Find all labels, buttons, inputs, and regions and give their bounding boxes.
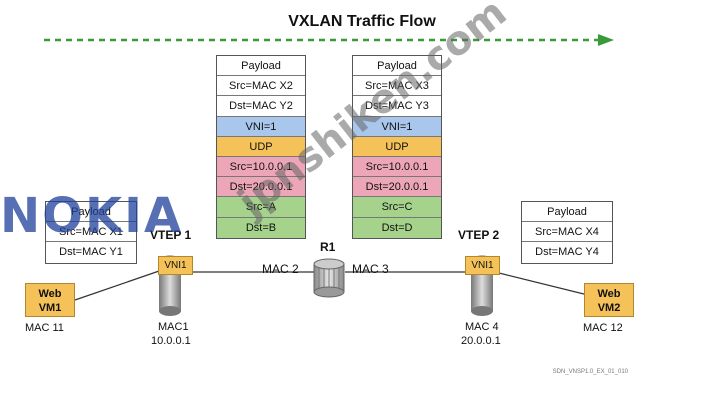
frame-field: Dst=MAC Y4 [522,242,612,263]
nokia-watermark: NOKIA [0,188,184,244]
vtep1-vni: VNI1 [158,256,193,275]
vtep2-label: VTEP 2 [458,228,500,242]
frame-field: Src=MAC X4 [522,222,612,243]
diagram-title: VXLAN Traffic Flow [288,13,436,30]
vm1-frame: Payload Src=MAC X1 Dst=MAC Y1 [45,201,137,264]
figure-code: SDN_VNSP1.0_EX_01_010 [552,369,628,375]
vm1-line2: VM1 [38,302,62,314]
frame-field: Payload [353,56,441,77]
frame-field: Src=C [353,197,441,218]
frame-field: VNI=1 [217,116,305,137]
frame-field: Dst=MAC Y3 [353,96,441,117]
frame-field: Payload [522,202,612,223]
router-label: R1 [320,240,336,254]
web-vm1: Web VM1 [25,283,75,317]
vtep2-mac: MAC 4 [465,321,499,333]
encapsulated-frame-1: Payload Src=MAC X2 Dst=MAC Y2 VNI=1 UDP … [216,55,306,239]
frame-field: VNI=1 [353,116,441,137]
router-mac-left: MAC 2 [262,262,299,276]
frame-field: Dst=20.0.0.1 [217,177,305,198]
frame-field: Src=MAC X3 [353,76,441,97]
vm2-line2: VM2 [597,302,621,314]
frame-field: Dst=MAC Y2 [217,96,305,117]
vtep2-ip: 20.0.0.1 [461,335,501,347]
vm2-mac: MAC 12 [583,322,623,334]
vtep2-vni: VNI1 [465,256,500,275]
frame-field: Src=MAC X1 [46,222,136,243]
frame-field: Dst=MAC Y1 [46,242,136,263]
frame-field: Src=10.0.0.1 [353,156,441,178]
frame-field: Dst=D [353,217,441,238]
vm2-frame: Payload Src=MAC X4 Dst=MAC Y4 [521,201,613,264]
frame-field: Src=10.0.0.1 [217,156,305,178]
frame-field: Src=MAC X2 [217,76,305,97]
vtep1-mac: MAC1 [158,321,189,333]
vtep1-ip: 10.0.0.1 [151,335,191,347]
vm2-line1: Web [597,288,621,300]
vm1-mac: MAC 11 [25,322,64,334]
vm1-line1: Web [38,288,62,300]
frame-field: Payload [46,202,136,223]
frame-field: Dst=B [217,217,305,238]
frame-field: UDP [353,136,441,157]
router-icon [313,258,345,298]
frame-field: Dst=20.0.0.1 [353,177,441,198]
traffic-flow-arrow [44,34,614,46]
web-vm2: Web VM2 [584,283,634,317]
frame-field: Payload [217,56,305,77]
frame-field: Src=A [217,197,305,218]
frame-field: UDP [217,136,305,157]
encapsulated-frame-2: Payload Src=MAC X3 Dst=MAC Y3 VNI=1 UDP … [352,55,442,239]
vtep1-label: VTEP 1 [150,228,192,242]
router-mac-right: MAC 3 [352,262,389,276]
